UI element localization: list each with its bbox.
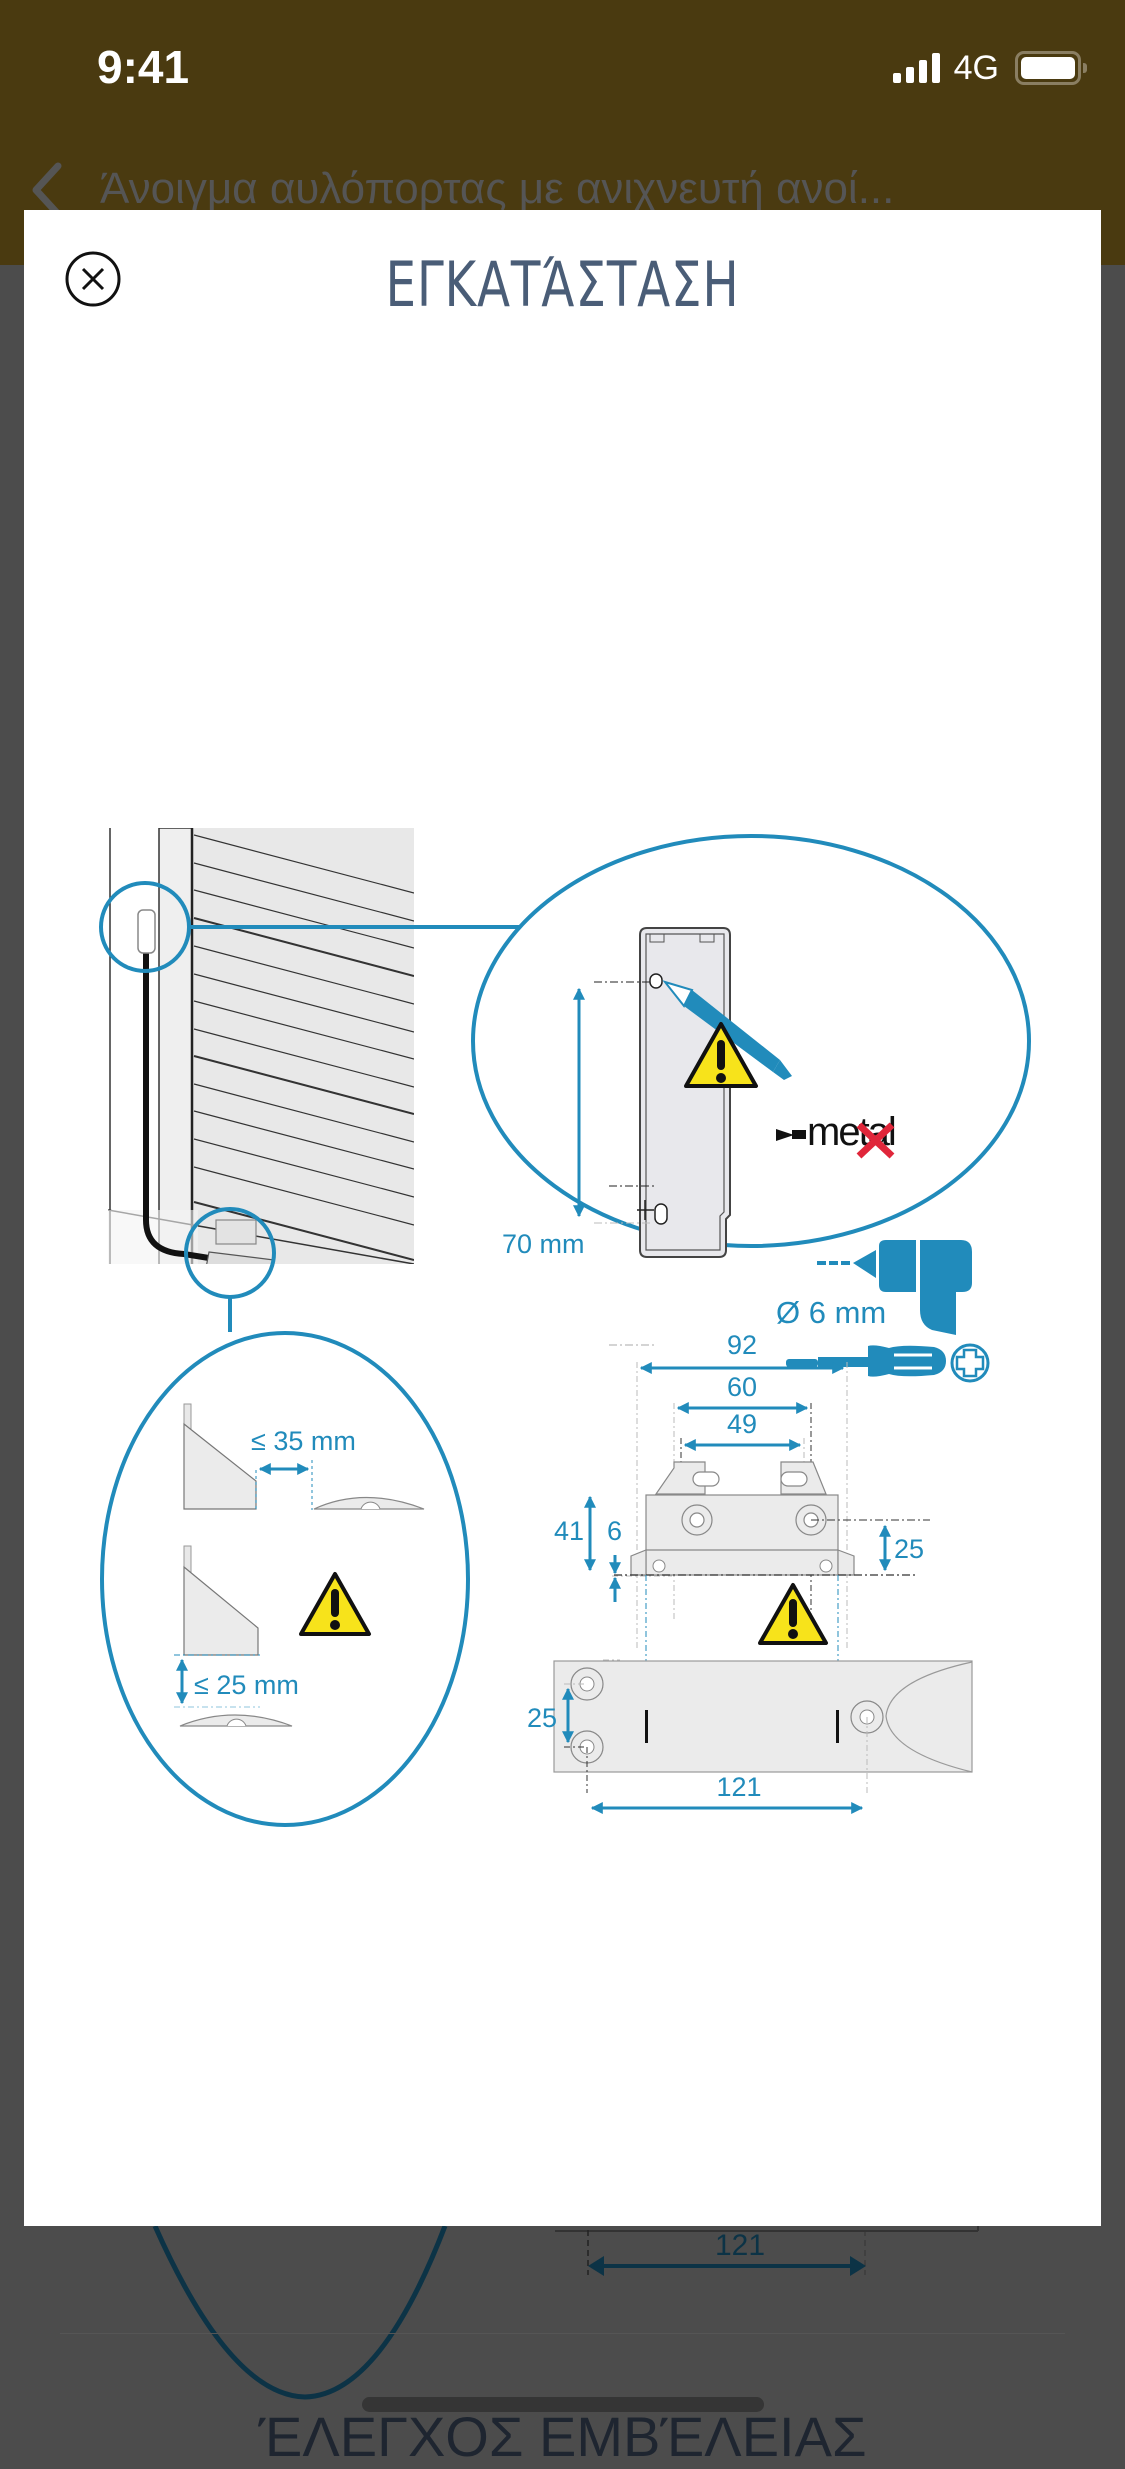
drill-diameter-label: Ø 6 mm — [776, 1295, 886, 1330]
nav-title: Άνοιγμα αυλόπορτας με ανιχνευτή ανοί... — [100, 164, 895, 213]
dimension-label-60: 60 — [727, 1372, 757, 1402]
magnet-unit — [206, 1251, 275, 1264]
warning-icon — [684, 1022, 758, 1088]
sensor-body — [553, 1660, 973, 1773]
gap-horizontal-label: ≤ 35 mm — [251, 1426, 356, 1456]
shutter-area — [192, 828, 414, 1264]
installation-modal: 70 mm metal — [24, 210, 1101, 2226]
forbidden-surface-icon: metal — [776, 1110, 897, 1159]
network-type: 4G — [953, 48, 999, 87]
status-icons: 4G — [892, 48, 1087, 88]
background-oval-arc — [152, 2224, 448, 2400]
sensor-dimension-drawing: 25 121 — [527, 1660, 973, 1814]
alignment-mark-right — [836, 1710, 839, 1743]
shutter-slats — [193, 834, 414, 1261]
magnet-bracket — [215, 1219, 257, 1245]
signal-icon — [892, 53, 940, 83]
gap-vertical-label: ≤ 25 mm — [194, 1670, 299, 1700]
door-illustration — [108, 828, 414, 1264]
background-dimension-label: 121 — [715, 2229, 765, 2262]
dimension-label-70mm: 70 mm — [502, 1229, 585, 1259]
warning-icon-bracket — [758, 1583, 828, 1645]
transmitter-mounting-detail: 70 mm metal — [471, 834, 1031, 1383]
bracket-body — [645, 1494, 839, 1576]
alignment-mark-left — [645, 1710, 648, 1743]
gap-tolerance-detail: ≤ 35 mm ≤ 25 mm — [100, 1331, 470, 1827]
battery-icon — [1015, 51, 1087, 85]
dimension-label-6: 6 — [607, 1516, 622, 1546]
dimension-label-49: 49 — [727, 1409, 757, 1439]
warning-icon-gap — [299, 1572, 371, 1636]
dimension-label-25-bracket: 25 — [894, 1534, 924, 1564]
screwdriver-icon — [786, 1345, 946, 1377]
drill-icon — [817, 1240, 972, 1335]
dimension-label-121: 121 — [716, 1772, 761, 1802]
detail-oval-bottom — [100, 1331, 470, 1827]
installation-diagram: 70 mm metal — [99, 828, 1031, 1827]
phillips-head-icon — [950, 1343, 990, 1383]
background-divider — [60, 2333, 1065, 2334]
close-icon[interactable] — [64, 250, 122, 308]
chevron-left-icon[interactable] — [26, 160, 66, 220]
transmitter-unit — [137, 909, 156, 954]
nav-bar: Άνοιγμα αυλόπορτας με ανιχνευτή ανοί... — [0, 160, 1125, 220]
modal-title: ΕΓΚΑΤΆΣΤΑΣΗ — [385, 248, 740, 321]
home-indicator[interactable] — [362, 2397, 764, 2412]
sensor-cable — [143, 945, 210, 1261]
dimension-label-41: 41 — [554, 1516, 584, 1546]
dimension-label-25-sensor: 25 — [527, 1703, 557, 1733]
bracket-dimension-drawing: 92 60 49 41 6 25 — [554, 1330, 930, 1745]
status-time: 9:41 — [97, 41, 190, 93]
background-section-heading: ΈΛΕΓΧΟΣ ΕΜΒΈΛΕΙΑΣ — [258, 2405, 867, 2468]
dimension-label-92: 92 — [727, 1330, 757, 1360]
